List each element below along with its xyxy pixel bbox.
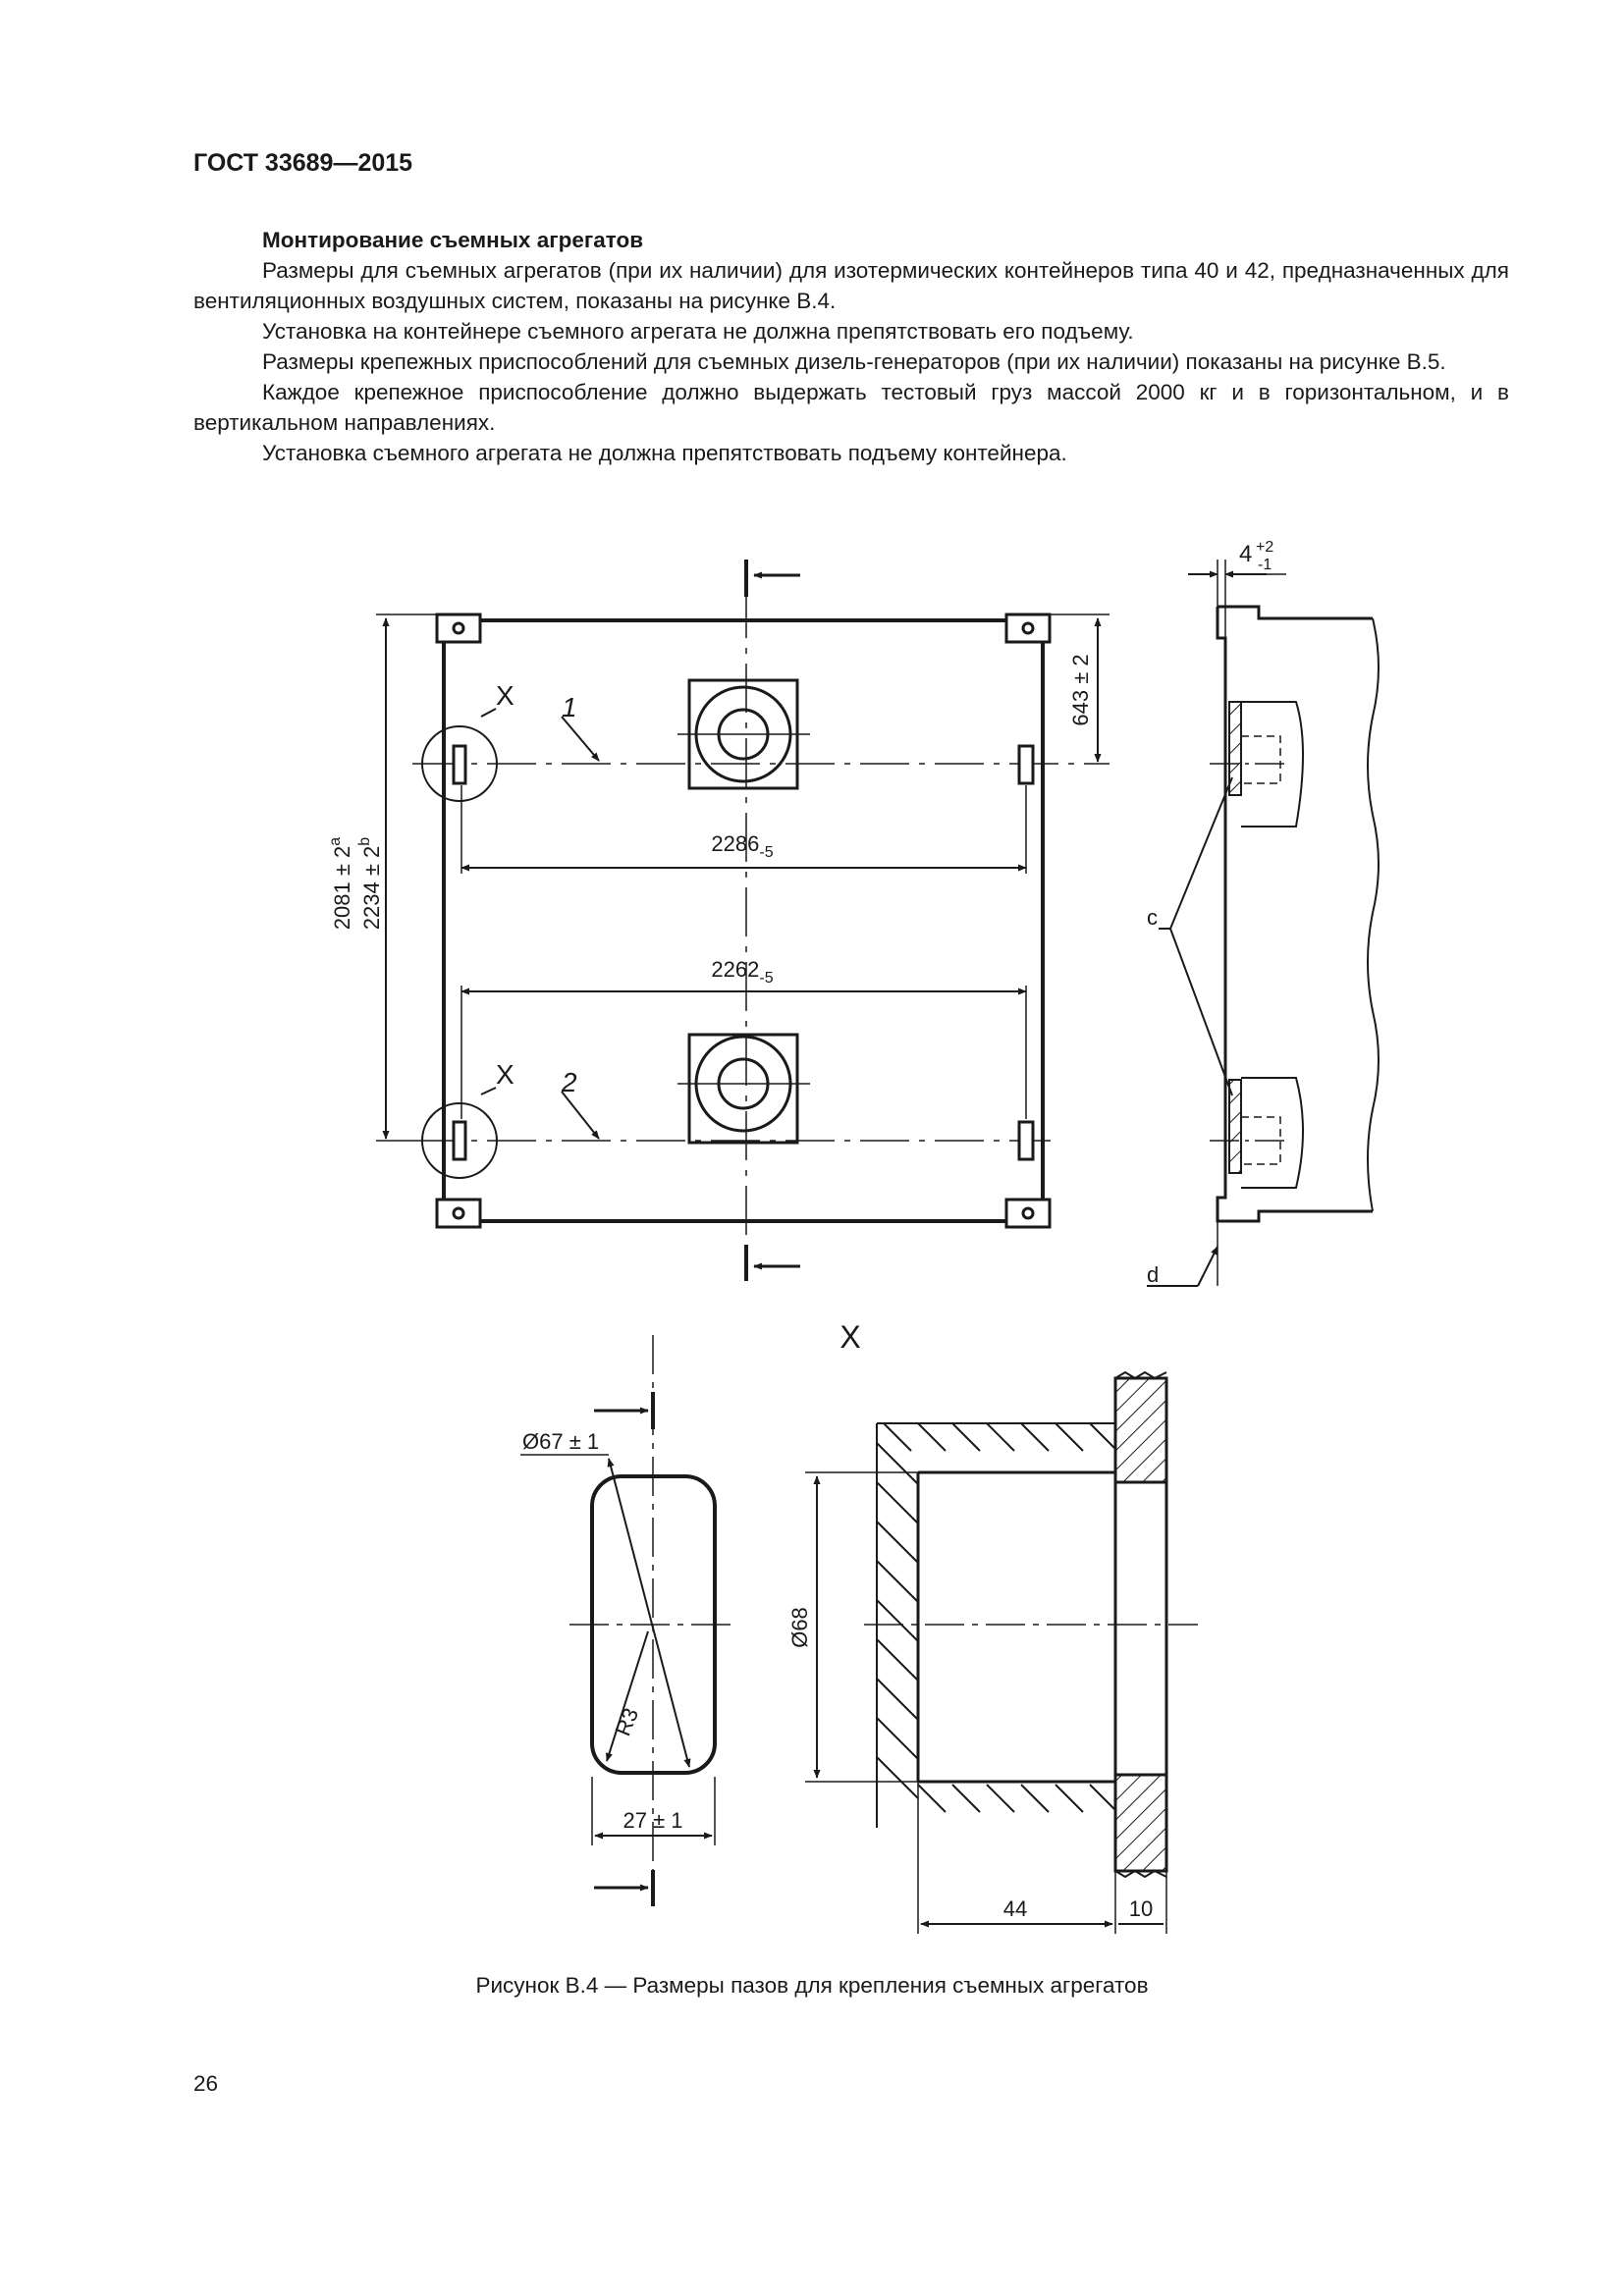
dim-67: Ø67 ± 1 (522, 1429, 599, 1454)
document-code: ГОСТ 33689—2015 (193, 149, 413, 177)
detail-slot (520, 1335, 736, 1906)
front-frame (442, 618, 1045, 1223)
paragraph-5: Установка съемного агрегата не должна пр… (262, 441, 1067, 465)
dim-68: Ø68 (787, 1607, 812, 1648)
detail-section-labels: Ø68 44 10 (787, 1607, 1153, 1921)
dim-2081: 2081 ± 2a (327, 837, 354, 930)
corner-fittings (435, 613, 1052, 1229)
detail-x-title: X (839, 1319, 860, 1355)
dim-2234: 2234 ± 2b (356, 837, 384, 930)
upper-lift-element (677, 678, 810, 790)
figure-caption: Рисунок В.4 — Размеры пазов для креплени… (475, 1973, 1149, 1998)
dim-2286: 2286-5 (711, 831, 773, 861)
label-c: c (1147, 905, 1158, 930)
side-view-labels: 4 +2 -1 c d (1147, 539, 1273, 1287)
dim-27: 27 ± 1 (623, 1808, 682, 1833)
dim-10: 10 (1129, 1896, 1153, 1921)
label-d: d (1147, 1262, 1159, 1287)
label-1: 1 (562, 692, 577, 722)
paragraph-4: Каждое крепежное приспособление должно в… (193, 380, 1509, 435)
page-number: 26 (193, 2071, 219, 2096)
lower-lift-element (677, 1033, 810, 1145)
dim-4-sup: +2 (1256, 539, 1273, 556)
section-text: Монтирование съемных агрегатов Размеры д… (193, 225, 1509, 468)
dim-643: 643 ± 2 (1068, 654, 1093, 725)
label-x-bottom: X (496, 1059, 514, 1090)
dim-4: 4 (1239, 541, 1252, 567)
dim-2262: 2262-5 (711, 957, 773, 987)
dim-4-sub: -1 (1258, 557, 1272, 573)
detail-section (805, 1370, 1198, 1934)
paragraph-2: Установка на контейнере съемного агрегат… (262, 319, 1134, 344)
dim-44: 44 (1003, 1896, 1027, 1921)
label-x-top: X (496, 680, 514, 711)
paragraph-1: Размеры для съемных агрегатов (при их на… (193, 258, 1509, 313)
section-heading: Монтирование съемных агрегатов (262, 228, 644, 252)
front-view-labels: 2286-5 2262-5 2081 ± 2a 2234 ± 2b 643 ± … (327, 654, 1093, 1097)
side-view (1147, 560, 1380, 1287)
front-view (376, 560, 1110, 1281)
paragraph-3: Размеры крепежных приспособлений для съе… (262, 349, 1446, 374)
label-2: 2 (561, 1067, 577, 1097)
